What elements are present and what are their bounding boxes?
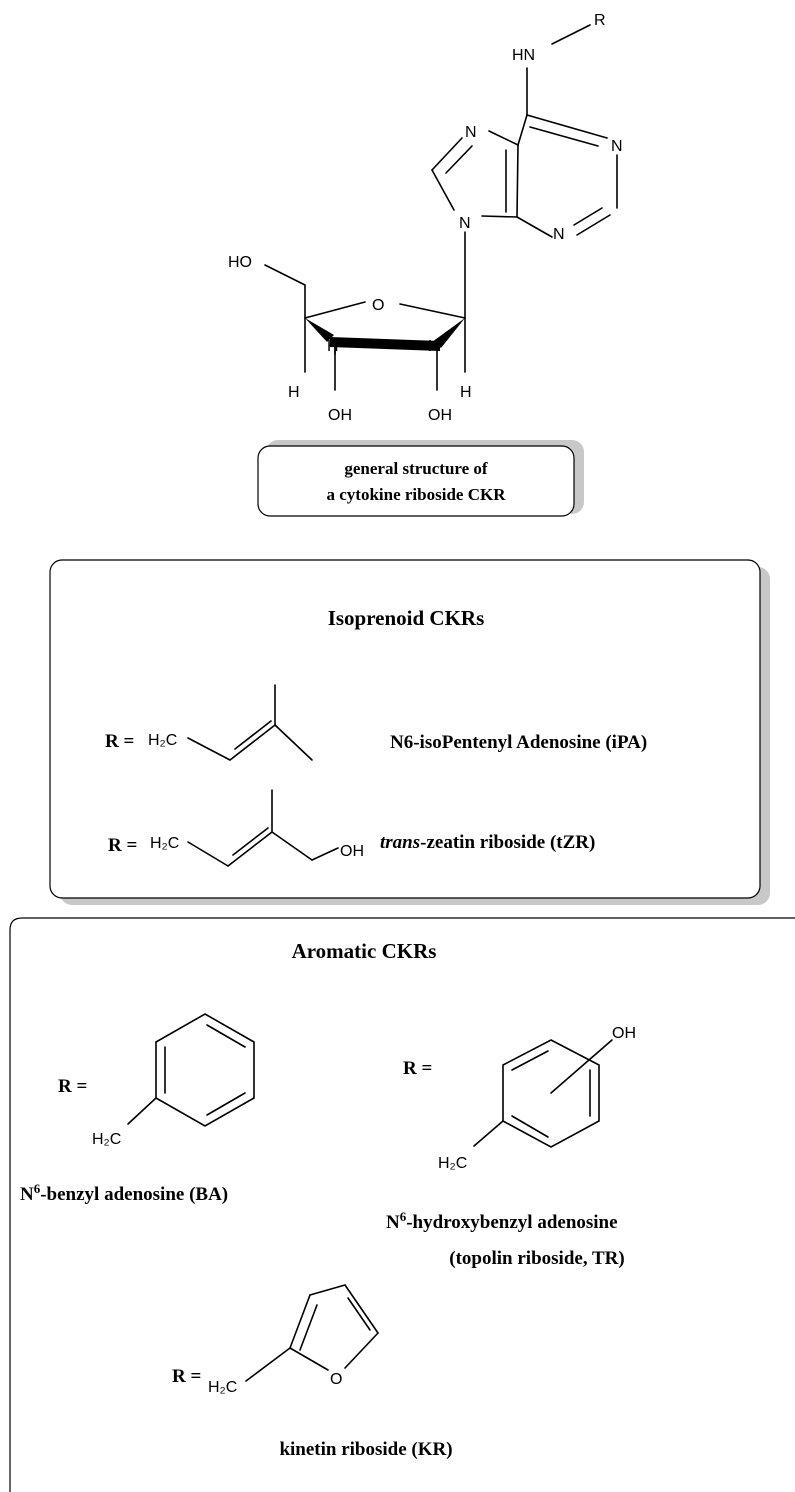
isoprenoid-title: Isoprenoid CKRs — [328, 606, 485, 630]
bond — [488, 130, 519, 146]
bond — [271, 831, 313, 861]
atom-oh: OH — [328, 407, 352, 424]
r-label: R = — [403, 1058, 432, 1079]
ba-name-sup: 6 — [34, 1181, 41, 1196]
ba-name-pre: N — [20, 1184, 34, 1205]
bond — [304, 301, 366, 319]
bond — [245, 1347, 291, 1382]
bond — [511, 1050, 549, 1071]
bond — [516, 216, 553, 238]
general-structure: HN R N N N N O HO — [228, 12, 623, 517]
bond — [573, 207, 603, 226]
bond — [232, 827, 269, 856]
bond — [299, 1304, 318, 1351]
bond — [576, 214, 611, 236]
bond — [399, 303, 466, 319]
isoprenoid-panel-box — [49, 559, 761, 899]
r-label: R = — [108, 835, 137, 856]
caption-line-1: general structure of — [344, 459, 488, 478]
tzr-name-rest: -zeatin riboside (tZR) — [420, 832, 595, 853]
aromatic-panel: Aromatic CKRs R = H₂C N6-benzyl adenosin… — [9, 917, 795, 1492]
ba-name-post: -benzyl adenosine (BA) — [40, 1184, 228, 1205]
atom-o: O — [372, 297, 384, 314]
atom-n: N — [611, 138, 623, 155]
atom-ch2: H₂C — [148, 732, 177, 749]
bond — [187, 737, 231, 761]
bond — [311, 847, 339, 861]
bond — [526, 114, 608, 139]
tzr-name-italic: trans — [380, 832, 420, 853]
atom-oh: OH — [340, 843, 364, 860]
wedge-bond — [305, 318, 334, 342]
bold-bond — [330, 337, 440, 351]
bond — [551, 24, 591, 45]
r-label: R = — [172, 1366, 201, 1387]
r-label: R = — [58, 1076, 87, 1097]
benzene-ring — [502, 1039, 600, 1148]
atom-n: N — [553, 226, 565, 243]
bond — [516, 144, 519, 218]
bond — [309, 1284, 346, 1296]
bond — [206, 1092, 246, 1116]
bond — [431, 137, 463, 171]
tr-name-line-2: (topolin riboside, TR) — [449, 1248, 624, 1269]
bond — [431, 169, 455, 211]
wedge-bond — [432, 318, 465, 348]
atom-n: N — [459, 215, 471, 232]
kr-name: kinetin riboside (KR) — [279, 1439, 452, 1460]
isoprenoid-panel: Isoprenoid CKRs R = H₂C N6-isoPentenyl A… — [49, 559, 770, 905]
atom-h: H — [428, 338, 440, 355]
bond — [229, 724, 276, 761]
bond — [344, 1284, 379, 1334]
atom-o: O — [330, 1371, 342, 1388]
atom-h: H — [460, 384, 472, 401]
bond — [481, 215, 518, 218]
bond — [264, 264, 306, 286]
atom-ch2: H₂C — [438, 1155, 467, 1172]
atom-ch2: H₂C — [150, 835, 179, 852]
atom-hn: HN — [512, 47, 535, 64]
bond — [274, 724, 313, 761]
bond — [206, 1024, 246, 1048]
tr-name-pre: N — [386, 1212, 400, 1233]
aromatic-panel-box — [9, 917, 795, 1492]
bond — [127, 1097, 157, 1125]
bond — [289, 1347, 329, 1371]
atom-ho: HO — [228, 254, 252, 271]
atom-h: H — [327, 338, 339, 355]
tr-name-post: -hydroxybenzyl adenosine — [406, 1212, 617, 1233]
tzr-name: trans-zeatin riboside (tZR) — [380, 832, 595, 853]
bond — [347, 1297, 371, 1331]
tr-name: N6-hydroxybenzyl adenosine — [386, 1209, 618, 1233]
bond — [529, 126, 599, 147]
atom-n: N — [465, 124, 477, 141]
bond — [187, 841, 229, 867]
bond — [445, 145, 473, 174]
atom-r: R — [594, 12, 606, 29]
atom-oh: OH — [612, 1025, 636, 1042]
caption-box — [257, 445, 575, 517]
bond — [289, 1294, 311, 1349]
bond — [473, 1120, 504, 1147]
benzene-ring — [155, 1013, 255, 1127]
bond — [234, 720, 272, 750]
aromatic-title: Aromatic CKRs — [292, 939, 437, 963]
bond — [517, 114, 528, 146]
tr-name-sup: 6 — [400, 1209, 407, 1224]
bond — [227, 831, 273, 867]
ipa-name: N6-isoPentenyl Adenosine (iPA) — [390, 732, 647, 753]
atom-h: H — [288, 384, 300, 401]
r-label: R = — [105, 731, 134, 752]
atom-oh: OH — [428, 407, 452, 424]
bond — [511, 1115, 549, 1138]
bond — [344, 1332, 379, 1369]
atom-ch2: H₂C — [92, 1131, 121, 1148]
caption-line-2: a cytokine riboside CKR — [327, 485, 507, 504]
bond — [550, 1039, 613, 1094]
ba-name: N6-benzyl adenosine (BA) — [20, 1181, 228, 1205]
atom-ch2: H₂C — [208, 1379, 237, 1396]
